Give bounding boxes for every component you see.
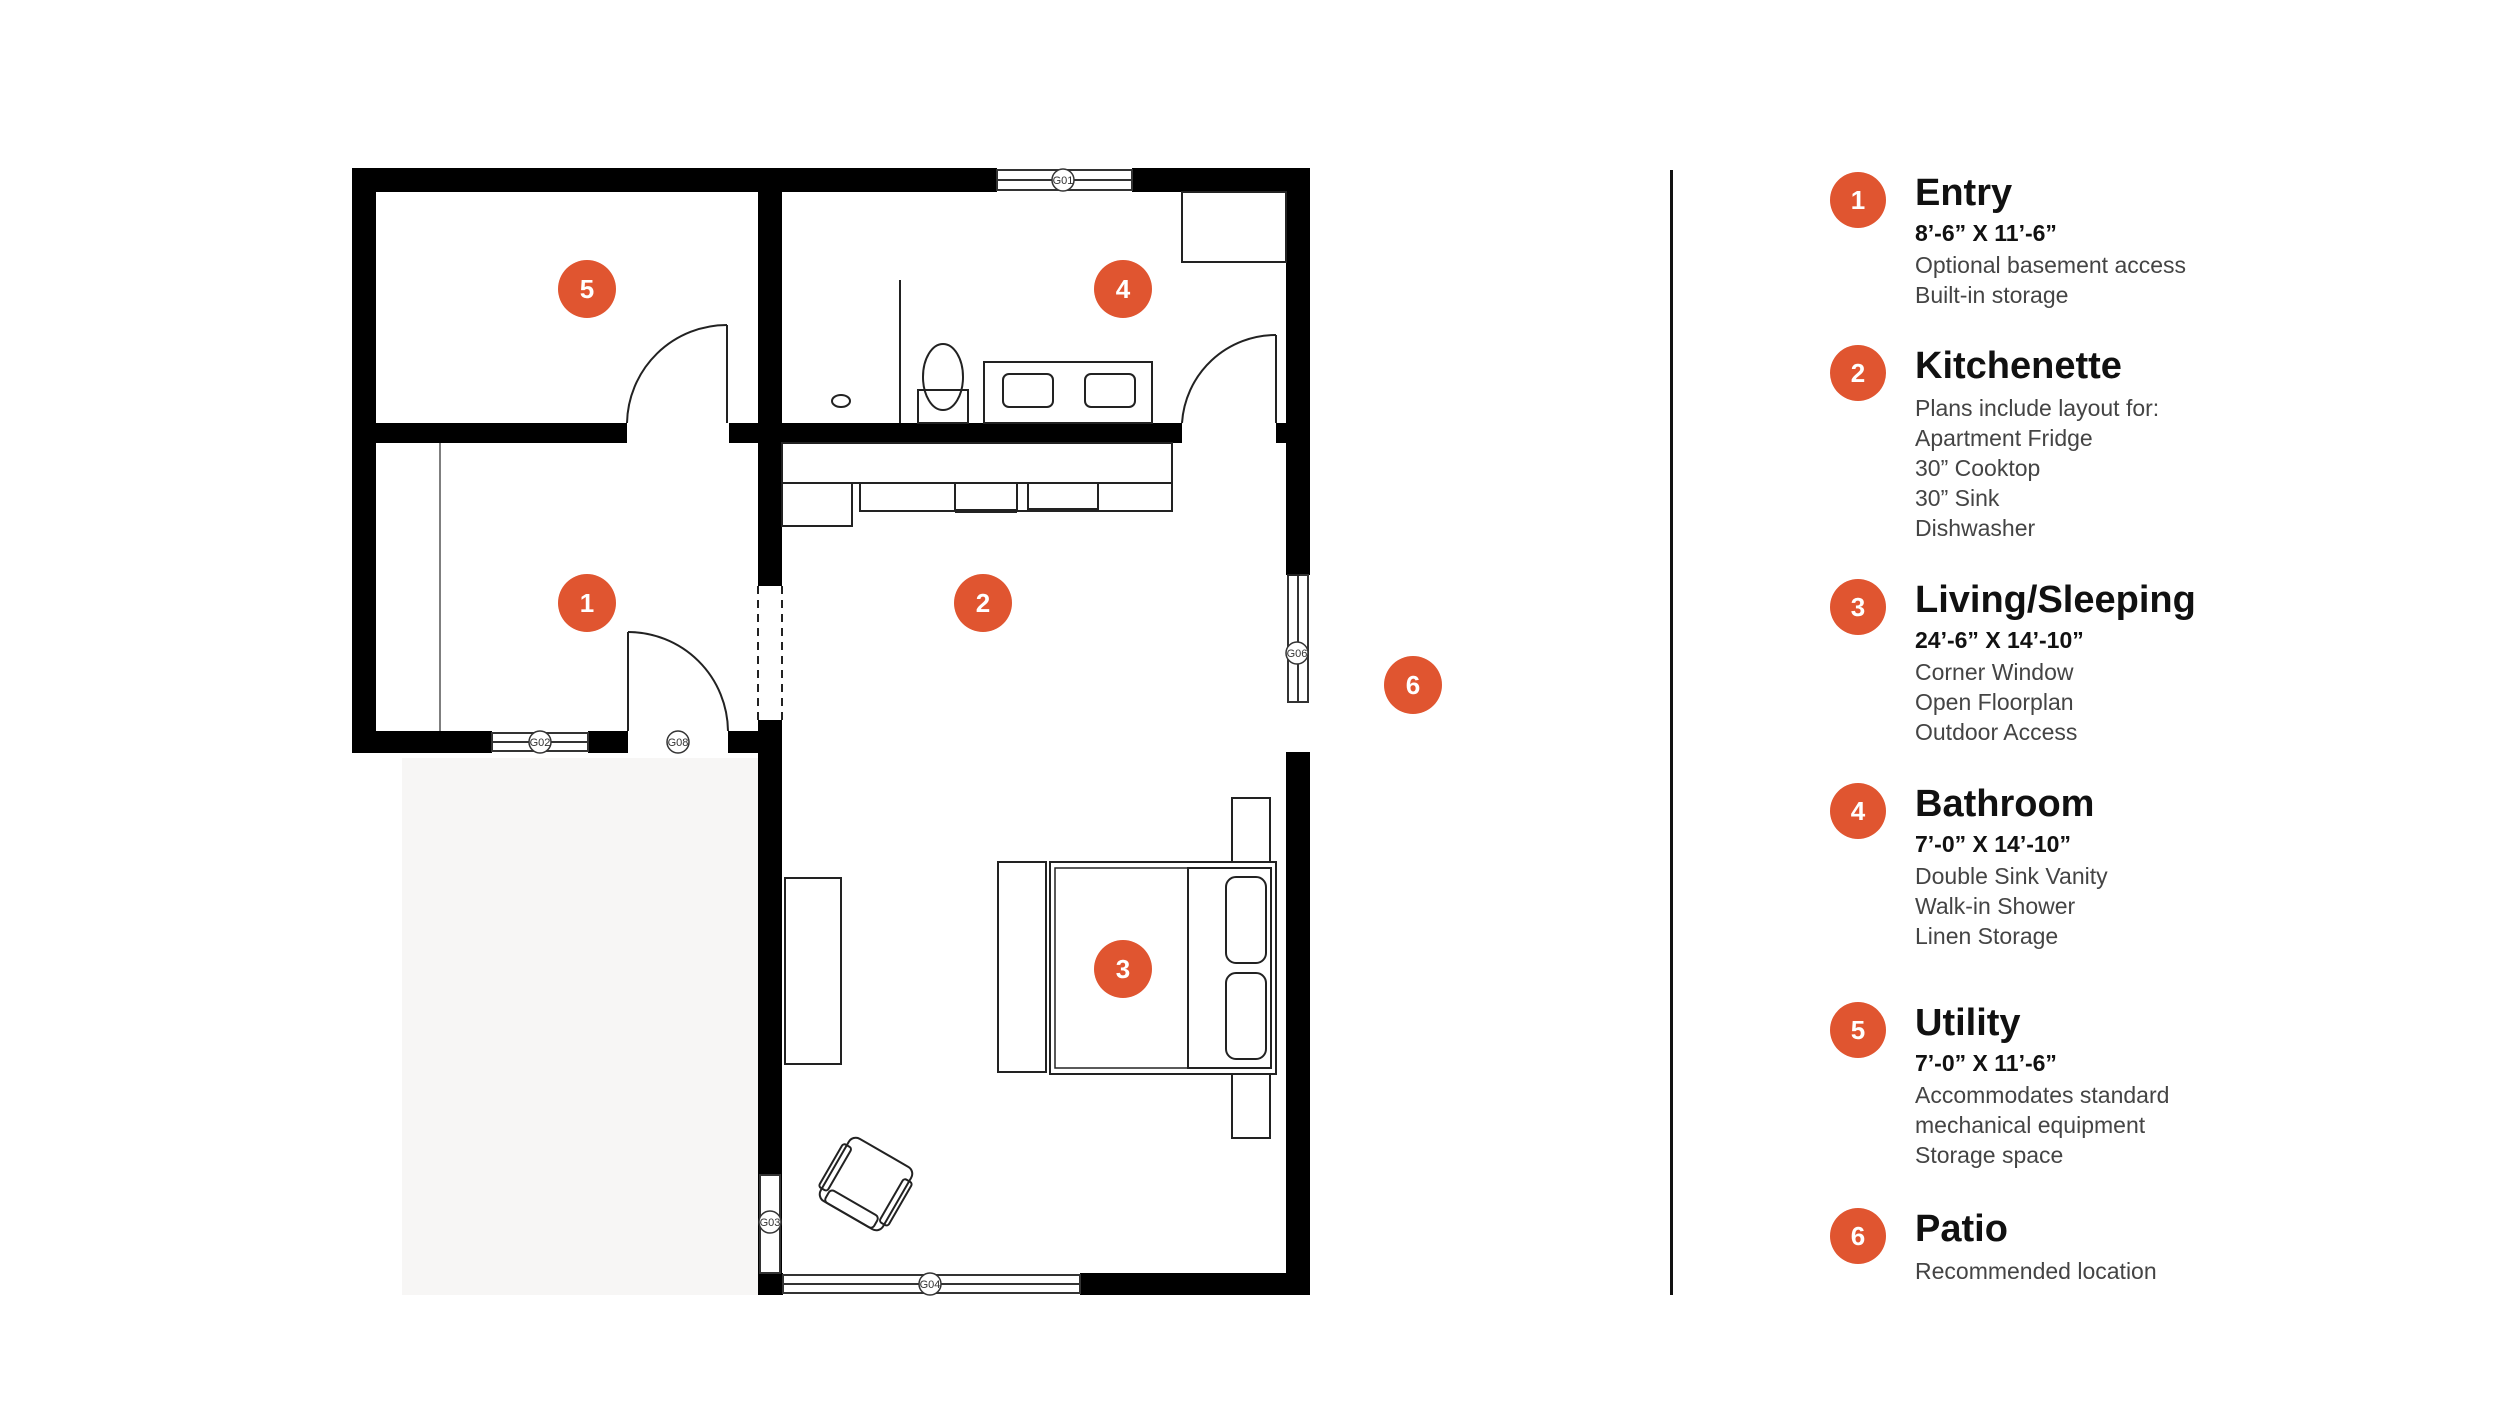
marker-living: 3 xyxy=(1116,954,1130,984)
legend-detail: 30” Sink xyxy=(1915,485,2000,511)
legend-dims-utility: 7’-0” X 11’-6” xyxy=(1915,1050,2057,1076)
legend-detail: Recommended location xyxy=(1915,1258,2157,1284)
legend-title-entry: Entry xyxy=(1915,172,2013,214)
living-furniture xyxy=(784,797,1277,1232)
marker-kitchenette: 2 xyxy=(976,588,990,618)
legend-title-kitchenette: Kitchenette xyxy=(1915,345,2122,387)
legend-detail: Built-in storage xyxy=(1915,282,2069,308)
legend-dims-entry: 8’-6” X 11’-6” xyxy=(1915,220,2057,246)
legend-badge-living: 3 xyxy=(1830,579,1886,635)
legend-title-bathroom: Bathroom xyxy=(1915,783,2095,825)
legend-badge-patio: 6 xyxy=(1830,1208,1886,1264)
legend-title-patio: Patio xyxy=(1915,1208,2008,1250)
marker-bathroom: 4 xyxy=(1116,274,1131,304)
legend-badge-bathroom: 4 xyxy=(1830,783,1886,839)
marker-utility: 5 xyxy=(580,274,594,304)
legend-detail: Double Sink Vanity xyxy=(1915,863,2108,889)
legend-item-kitchenette: 2 Kitchenette Plans include layout for: … xyxy=(1830,345,2430,555)
marker-patio: 6 xyxy=(1406,670,1420,700)
legend-detail: Dishwasher xyxy=(1915,515,2036,541)
kitchen-counters xyxy=(781,442,1173,527)
legend-badge-kitchenette: 2 xyxy=(1830,345,1886,401)
legend-title-living: Living/Sleeping xyxy=(1915,579,2196,621)
legend-item-living: 3 Living/Sleeping 24’-6” X 14’-10” Corne… xyxy=(1830,579,2430,745)
legend-detail: Accommodates standard xyxy=(1915,1082,2170,1108)
window-tag-g02: G02 xyxy=(530,737,551,749)
patio-area xyxy=(402,758,758,1295)
legend-item-utility: 5 Utility 7’-0” X 11’-6” Accommodates st… xyxy=(1830,1002,2430,1168)
legend-detail: Corner Window xyxy=(1915,659,2074,685)
window-tag-g01: G01 xyxy=(1053,175,1074,187)
legend-detail: Walk-in Shower xyxy=(1915,893,2076,919)
bathroom-fixtures xyxy=(831,191,1287,424)
window-tag-g03: G03 xyxy=(760,1217,781,1229)
marker-entry: 1 xyxy=(580,588,594,618)
legend-detail: Linen Storage xyxy=(1915,923,2059,949)
room-markers: 5 4 1 2 3 6 xyxy=(558,260,1442,998)
legend-divider xyxy=(1670,170,1673,1295)
legend-detail: mechanical equipment xyxy=(1915,1112,2146,1138)
legend-item-entry: 1 Entry 8’-6” X 11’-6” Optional basement… xyxy=(1830,172,2430,332)
legend-detail: Plans include layout for: xyxy=(1915,395,2160,421)
doors xyxy=(626,324,1300,732)
legend-detail: Outdoor Access xyxy=(1915,719,2078,745)
legend-detail: Optional basement access xyxy=(1915,252,2187,278)
legend-item-patio: 6 Patio Recommended location xyxy=(1830,1208,2430,1298)
legend-detail: 30” Cooktop xyxy=(1915,455,2041,481)
legend-badge-entry: 1 xyxy=(1830,172,1886,228)
window-tag-g04: G04 xyxy=(920,1279,941,1291)
door-tag-g08: G08 xyxy=(668,737,689,749)
legend-detail: Storage space xyxy=(1915,1142,2064,1168)
legend-badge-utility: 5 xyxy=(1830,1002,1886,1058)
legend-item-bathroom: 4 Bathroom 7’-0” X 14’-10” Double Sink V… xyxy=(1830,783,2430,949)
legend-detail: Open Floorplan xyxy=(1915,689,2074,715)
legend-dims-living: 24’-6” X 14’-10” xyxy=(1915,627,2084,653)
legend-detail: Apartment Fridge xyxy=(1915,425,2093,451)
legend-dims-bathroom: 7’-0” X 14’-10” xyxy=(1915,831,2071,857)
legend-title-utility: Utility xyxy=(1915,1002,2021,1044)
window-tag-g06: G06 xyxy=(1287,648,1308,660)
